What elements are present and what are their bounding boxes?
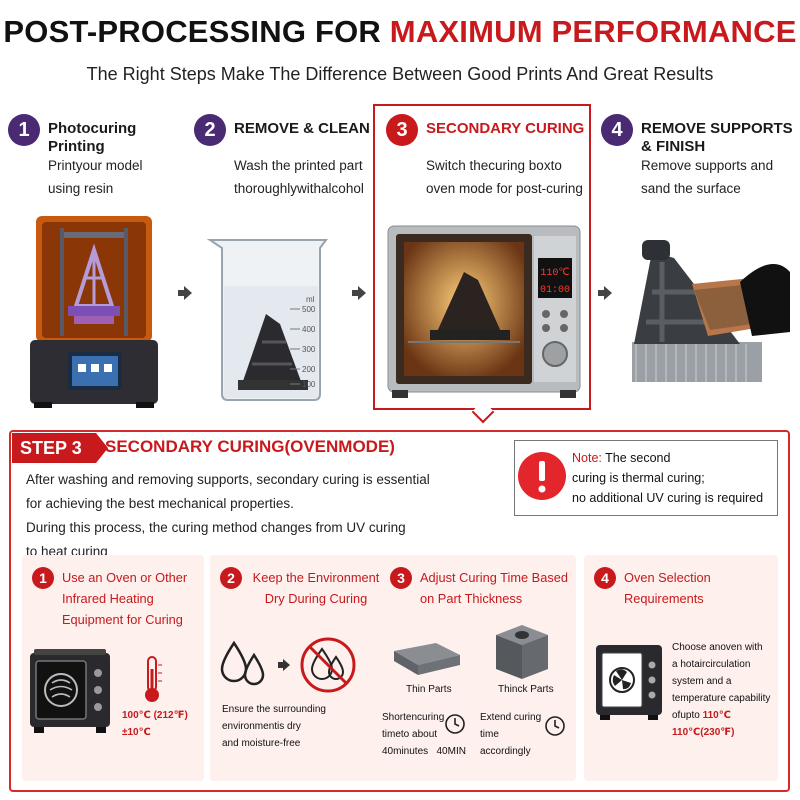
clock-icon: [445, 714, 465, 734]
card-oven-requirements: 4 Oven Selection Requirements Choose ano…: [584, 555, 778, 781]
card-dry-environment: 2 Keep the Environment Dry During Curing…: [210, 555, 392, 781]
arrow-icon: [278, 659, 290, 671]
thick-part-icon: [496, 625, 548, 679]
step-2-number: 2: [194, 114, 226, 146]
oven-time-display: 01:00: [540, 285, 570, 296]
no-water-icon: [300, 637, 356, 693]
title-highlight: MAXIMUM PERFORMANCE: [389, 14, 797, 49]
hot-air-oven-icon: [596, 645, 662, 720]
beaker-tick: 500: [302, 305, 316, 314]
detail-intro: After washing and removing supports, sec…: [26, 472, 430, 559]
thin-part-icon: [394, 643, 460, 675]
card-2-heading: Keep the Environment Dry During Curing: [252, 570, 380, 606]
arrow-icon: [178, 286, 192, 300]
card-1-temp: 100℃ (212℉) ±10℃: [122, 710, 188, 738]
clock-icon: [545, 716, 565, 736]
beaker-tick: 300: [302, 345, 316, 354]
resin-printer-image: [30, 216, 158, 408]
step-badge: STEP 3: [12, 433, 108, 463]
beaker-tick: 100: [302, 380, 316, 389]
step-3-number: 3: [386, 114, 418, 146]
title-prefix: POST-PROCESSING FOR: [3, 14, 390, 49]
thin-parts-label: Thin Parts: [406, 684, 452, 695]
step-4-number: 4: [601, 114, 633, 146]
beaker-tick: 200: [302, 365, 316, 374]
arrow-icon: [352, 286, 366, 300]
step-1-title: Photocuring Printing: [48, 120, 137, 155]
card-3-heading: Adjust Curing Time Based on Part Thickne…: [420, 570, 568, 606]
finished-part-image: [632, 240, 790, 382]
thermometer-icon: [145, 656, 162, 702]
arrow-icon: [598, 286, 612, 300]
note-text: Note: The second curing is thermal curin…: [572, 451, 764, 505]
thick-parts-label: Thinck Parts: [498, 684, 554, 695]
convection-oven-icon: [30, 649, 110, 733]
page-title: POST-PROCESSING FOR MAXIMUM PERFORMANCE: [0, 14, 800, 50]
step-3-title: SECONDARY CURING: [426, 120, 585, 137]
step-4-title: REMOVE SUPPORTS & FINISH: [641, 120, 793, 155]
step-3-desc: Switch thecuring boxto oven mode for pos…: [426, 158, 583, 196]
step-1-desc: Printyour model using resin: [48, 158, 143, 196]
beaker-image: ml 500 400 300 200 100: [206, 239, 328, 401]
step-4-desc: Remove supports and sand the surface: [641, 158, 774, 196]
step-3-detail-panel: [9, 430, 790, 792]
beaker-unit: ml: [306, 295, 315, 304]
step-2-desc: Wash the printed part thoroughlywithalco…: [234, 158, 364, 196]
oven-temp-display: 110℃: [540, 268, 569, 279]
water-drops-icon: [220, 640, 265, 686]
thin-parts-text: Shortencuring timeto about 40minutes 40M…: [382, 712, 466, 757]
card-4-text: Choose anoven with a hotaircirculation s…: [672, 642, 771, 738]
detail-title: SECONDARY CURING(OVENMODE): [105, 437, 395, 456]
card-3-number: 3: [390, 567, 412, 589]
card-2-number: 2: [220, 567, 242, 589]
warning-icon: [518, 452, 566, 500]
step-1-number: 1: [8, 114, 40, 146]
card-4-number: 4: [594, 567, 616, 589]
step-2-title: REMOVE & CLEAN: [234, 120, 370, 137]
oven-image: 110℃ 01:00: [387, 225, 581, 398]
card-1-heading: Use an Oven or Other Infrared Heating Eq…: [62, 570, 188, 627]
card-oven-equipment: 1 Use an Oven or Other Infrared Heating …: [22, 555, 204, 781]
card-1-number: 1: [32, 567, 54, 589]
card-curing-time: 3 Adjust Curing Time Based on Part Thick…: [380, 555, 576, 781]
card-2-text: Ensure the surrounding environmentis dry…: [222, 704, 326, 749]
card-4-heading: Oven Selection Requirements: [624, 570, 711, 606]
thick-parts-text: Extend curing time accordingly: [480, 712, 542, 757]
page-subtitle: The Right Steps Make The Difference Betw…: [86, 64, 714, 84]
beaker-tick: 400: [302, 325, 316, 334]
